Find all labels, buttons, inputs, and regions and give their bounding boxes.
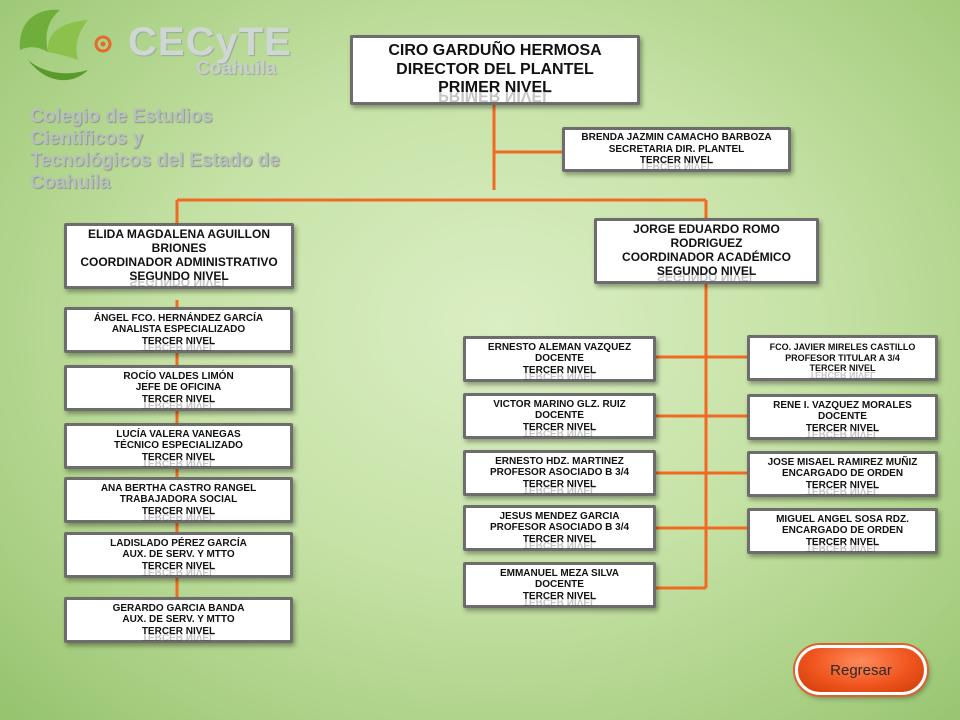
admin-staff-box: GERARDO GARCIA BANDA AUX. DE SERV. Y MTT… [64,597,293,643]
staff-role: PROFESOR TITULAR A 3/4 [785,352,900,363]
staff-level: TERCER NIVEL [141,393,216,405]
back-button[interactable]: Regresar [795,645,927,695]
academic-staff-box: MIGUEL ANGEL SOSA RDZ. ENCARGADO DE ORDE… [747,508,938,554]
staff-role: AUX. DE SERV. Y MTTO [122,549,235,561]
staff-name: JESUS MENDEZ GARCIA [499,510,620,522]
staff-role: DOCENTE [535,579,584,591]
staff-name: ROCÍO VALDES LIMÓN [123,370,234,382]
academic-staff-box: JESUS MENDEZ GARCIA PROFESOR ASOCIADO B … [463,505,656,551]
admin-staff-box: ANA BERTHA CASTRO RANGEL TRABAJADORA SOC… [64,477,293,523]
academic-staff-box: FCO. JAVIER MIRELES CASTILLO PROFESOR TI… [747,335,938,381]
director-name: CIRO GARDUÑO HERMOSA [388,42,602,60]
staff-role: DOCENTE [535,410,584,422]
staff-level: TERCER NIVEL [805,422,880,434]
staff-level: TERCER NIVEL [141,560,216,572]
staff-role: JEFE DE OFICINA [135,382,222,394]
staff-level: TERCER NIVEL [522,533,597,545]
staff-name: RENE I. VAZQUEZ MORALES [773,399,912,411]
staff-name: ÁNGEL FCO. HERNÁNDEZ GARCÍA [93,312,264,324]
staff-role: PROFESOR ASOCIADO B 3/4 [489,522,630,534]
staff-level: TERCER NIVEL [141,335,216,347]
admin-coordinator-name-2: BRIONES [151,241,207,256]
admin-staff-box: LADISLADO PÉREZ GARCÍA AUX. DE SERV. Y M… [64,532,293,578]
staff-role: TÉCNICO ESPECIALIZADO [114,440,243,452]
staff-name: ERNESTO HDZ. MARTINEZ [495,455,624,467]
staff-level: TERCER NIVEL [522,421,597,433]
staff-level: TERCER NIVEL [141,625,216,637]
secretary-role: SECRETARIA DIR. PLANTEL [608,143,745,155]
admin-staff-box: LUCÍA VALERA VANEGAS TÉCNICO ESPECIALIZA… [64,423,293,469]
staff-name: GERARDO GARCIA BANDA [112,602,245,614]
admin-staff-box: ÁNGEL FCO. HERNÁNDEZ GARCÍA ANALISTA ESP… [64,307,293,353]
staff-name: VICTOR MARINO GLZ. RUIZ [493,398,626,410]
staff-role: ENCARGADO DE ORDEN [781,468,904,480]
institution-line-1: Colegio de Estudios Científicos y [30,106,213,149]
staff-level: TERCER NIVEL [522,478,597,490]
secretary-box: BRENDA JAZMIN CAMACHO BARBOZA SECRETARIA… [562,127,791,172]
admin-staff-box: ROCÍO VALDES LIMÓN JEFE DE OFICINA TERCE… [64,365,293,411]
academic-coordinator-box: JORGE EDUARDO ROMO RODRIGUEZ COORDINADOR… [594,218,819,284]
staff-level: TERCER NIVEL [522,364,597,376]
staff-level: TERCER NIVEL [141,505,216,517]
academic-staff-box: EMMANUEL MEZA SILVA DOCENTE TERCER NIVEL… [463,562,656,608]
academic-staff-box: ERNESTO HDZ. MARTINEZ PROFESOR ASOCIADO … [463,450,656,496]
staff-role: TRABAJADORA SOCIAL [119,494,238,506]
staff-role: ENCARGADO DE ORDEN [781,525,904,537]
institution-line-2: Tecnológicos del Estado de Coahuila [30,150,280,193]
staff-name: ERNESTO ALEMAN VAZQUEZ [487,341,632,353]
staff-level: TERCER NIVEL [522,590,597,602]
staff-level: TERCER NIVEL [141,451,216,463]
director-box: CIRO GARDUÑO HERMOSA DIRECTOR DEL PLANTE… [350,35,640,105]
academic-staff-box: RENE I. VAZQUEZ MORALES DOCENTE TERCER N… [747,394,938,440]
staff-name: MIGUEL ANGEL SOSA RDZ. [776,513,909,525]
cecyte-logo: CECyTE Coahuila Colegio de Estudios Cien… [8,0,291,193]
director-level: PRIMER NIVEL [438,79,552,97]
staff-role: PROFESOR ASOCIADO B 3/4 [489,467,630,479]
staff-level: TERCER NIVEL [805,479,880,491]
academic-coordinator-role: COORDINADOR ACADÉMICO [622,250,791,264]
admin-coordinator-name: ELIDA MAGDALENA AGUILLON [88,227,270,242]
academic-staff-box: VICTOR MARINO GLZ. RUIZ DOCENTE TERCER N… [463,393,656,439]
staff-role: AUX. DE SERV. Y MTTO [122,614,235,626]
institution-name: Colegio de Estudios Científicos y Tecnol… [30,106,280,194]
academic-staff-box: ERNESTO ALEMAN VAZQUEZ DOCENTE TERCER NI… [463,336,656,382]
secretary-level: TERCER NIVEL [639,155,714,167]
academic-coordinator-name-2: RODRIGUEZ [670,236,743,251]
staff-role: DOCENTE [818,411,867,423]
staff-name: EMMANUEL MEZA SILVA [499,567,620,579]
secretary-name: BRENDA JAZMIN CAMACHO BARBOZA [581,132,772,144]
staff-level: TERCER NIVEL [805,536,880,548]
staff-role: DOCENTE [535,353,584,365]
academic-staff-box: JOSE MISAEL RAMIREZ MUÑIZ ENCARGADO DE O… [747,451,938,497]
cecyte-leaf-logo-icon [19,9,112,81]
staff-role: ANALISTA ESPECIALIZADO [111,324,246,336]
brand-region: Coahuila [196,58,277,79]
staff-name: JOSE MISAEL RAMIREZ MUÑIZ [767,456,918,468]
academic-coordinator-level: SEGUNDO NIVEL [656,263,757,278]
admin-coordinator-level: SEGUNDO NIVEL [129,268,229,283]
staff-name: LUCÍA VALERA VANEGAS [116,428,241,440]
academic-coordinator-name: JORGE EDUARDO ROMO [633,222,780,237]
staff-level: TERCER NIVEL [809,363,876,374]
director-role: DIRECTOR DEL PLANTEL [396,60,594,78]
brand-name: CECyTE [128,20,292,64]
staff-name: LADISLADO PÉREZ GARCÍA [110,537,247,549]
admin-coordinator-box: ELIDA MAGDALENA AGUILLON BRIONES COORDIN… [64,223,294,289]
staff-name: FCO. JAVIER MIRELES CASTILLO [769,342,916,353]
admin-coordinator-role: COORDINADOR ADMINISTRATIVO [80,255,278,269]
staff-name: ANA BERTHA CASTRO RANGEL [100,482,257,494]
